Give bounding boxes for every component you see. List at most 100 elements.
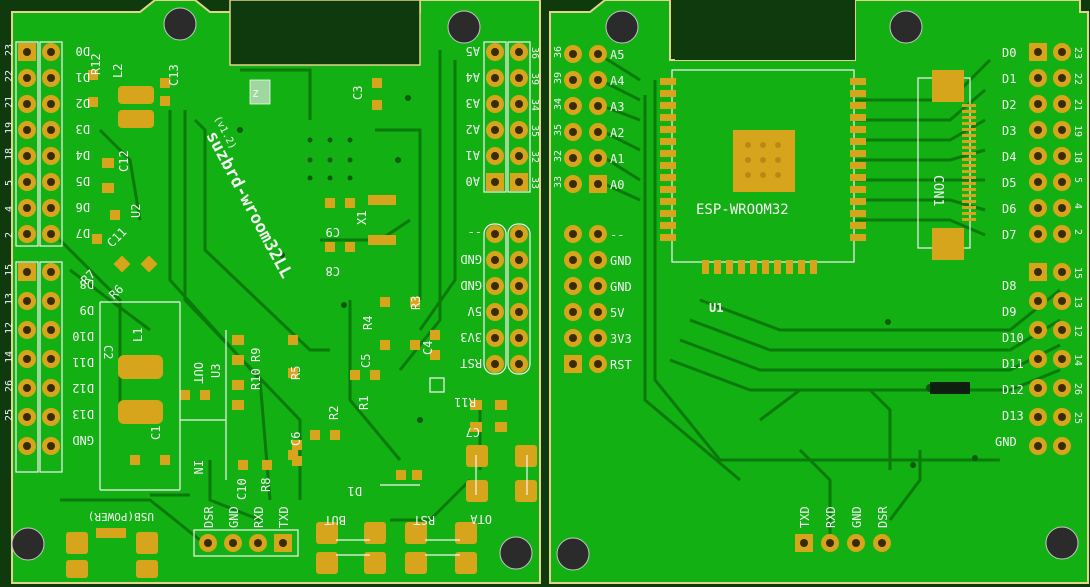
pin-label: RST: [460, 356, 482, 370]
header-pin-hole: [515, 126, 523, 134]
header-pin-hole: [1034, 126, 1042, 134]
pin-label: D9: [1002, 305, 1016, 319]
component-designator: R11: [454, 395, 476, 409]
component-designator: R1: [357, 396, 371, 410]
header-pin-hole: [47, 178, 55, 186]
header-pin-hole: [23, 326, 31, 334]
header-pin-hole: [491, 308, 499, 316]
header-pin-hole: [594, 50, 602, 58]
pin-label: A1: [610, 152, 624, 166]
pin-number: 4: [4, 206, 15, 212]
header-pin-hole: [47, 442, 55, 450]
module-pad: [738, 260, 745, 274]
module-pad: [810, 260, 817, 274]
svg-text:z: z: [252, 86, 259, 100]
header-pin-hole: [594, 102, 602, 110]
header-pin-hole: [1058, 74, 1066, 82]
header-pin-hole: [515, 360, 523, 368]
component-designator: U2: [129, 204, 143, 218]
con-pad: [962, 206, 976, 209]
pin-label: D3: [1002, 124, 1016, 138]
header-pin-hole: [569, 360, 577, 368]
header-pin-hole: [569, 230, 577, 238]
header-pin-hole: [1058, 152, 1066, 160]
header-pin-hole: [569, 154, 577, 162]
module-pad: [798, 260, 805, 274]
serial-pin-hole: [229, 539, 237, 547]
con-pad: [962, 194, 976, 197]
pin-number: 36: [553, 46, 564, 58]
header-pin-hole: [1058, 297, 1066, 305]
header-pin-hole: [569, 102, 577, 110]
module-pad: [660, 138, 676, 145]
header-pin-hole: [515, 308, 523, 316]
pin-label: D1: [76, 70, 90, 84]
serial-label: GND: [850, 506, 864, 528]
header-pin-hole: [491, 230, 499, 238]
con-pad: [962, 146, 976, 149]
header-pin-hole: [1058, 355, 1066, 363]
module-pad: [726, 260, 733, 274]
pin-label: A2: [610, 126, 624, 140]
serial-pin-hole: [878, 539, 886, 547]
header-pin-hole: [23, 442, 31, 450]
pin-number: 32: [553, 150, 564, 162]
con-pad: [962, 212, 976, 215]
component-designator: C1: [149, 426, 163, 440]
component-designator: R5: [289, 366, 303, 380]
module-pad: [660, 78, 676, 85]
pin-label: --: [468, 226, 482, 240]
con-pad: [962, 128, 976, 131]
header-pin-hole: [47, 326, 55, 334]
component-designator: OUT: [191, 362, 205, 384]
header-outline: [15, 41, 39, 247]
module-pad: [660, 210, 676, 217]
module-pad: [786, 260, 793, 274]
pin-label: GND: [995, 435, 1017, 449]
header-pin-hole: [47, 384, 55, 392]
module-pad: [714, 260, 721, 274]
pin-number: 19: [1072, 125, 1083, 137]
module-pad: [660, 234, 676, 241]
pin-label: D6: [1002, 202, 1016, 216]
pin-label: 3V3: [610, 332, 632, 346]
pin-number: 15: [4, 264, 15, 276]
pin-label: GND: [610, 280, 632, 294]
pin-label: D2: [76, 96, 90, 110]
pin-label: A1: [466, 148, 480, 162]
header-pin-hole: [569, 282, 577, 290]
pin-label: D8: [80, 277, 94, 291]
header-pin-hole: [47, 204, 55, 212]
serial-pin-hole: [826, 539, 834, 547]
pin-label: D0: [1002, 46, 1016, 60]
header-pin-hole: [47, 126, 55, 134]
module-pad: [850, 210, 866, 217]
header-pin-hole: [1034, 230, 1042, 238]
serial-label: RXD: [252, 506, 266, 528]
vias: [237, 95, 978, 468]
component-designator: R9: [249, 348, 263, 362]
header-pin-hole: [569, 256, 577, 264]
header-pin-hole: [491, 152, 499, 160]
pin-number: 12: [1072, 325, 1083, 337]
header-pin-hole: [594, 282, 602, 290]
serial-pin-hole: [852, 539, 860, 547]
pin-label: A3: [610, 100, 624, 114]
pin-label: D6: [76, 200, 90, 214]
pin-label: D12: [72, 381, 94, 395]
pin-number: 33: [529, 177, 540, 189]
serial-pin-hole: [254, 539, 262, 547]
header-pin-hole: [1058, 326, 1066, 334]
pin-label: D5: [76, 174, 90, 188]
header-pin-hole: [1058, 413, 1066, 421]
header-pin-hole: [515, 256, 523, 264]
pin-number: 32: [529, 151, 540, 163]
con-pad: [962, 158, 976, 161]
pin-label: D8: [1002, 279, 1016, 293]
header-pin-hole: [569, 308, 577, 316]
u1-label: U1: [709, 301, 723, 315]
pin-label: D12: [1002, 383, 1024, 397]
header-pin-hole: [47, 355, 55, 363]
pin-number: 19: [4, 122, 15, 134]
header-pin-hole: [491, 74, 499, 82]
